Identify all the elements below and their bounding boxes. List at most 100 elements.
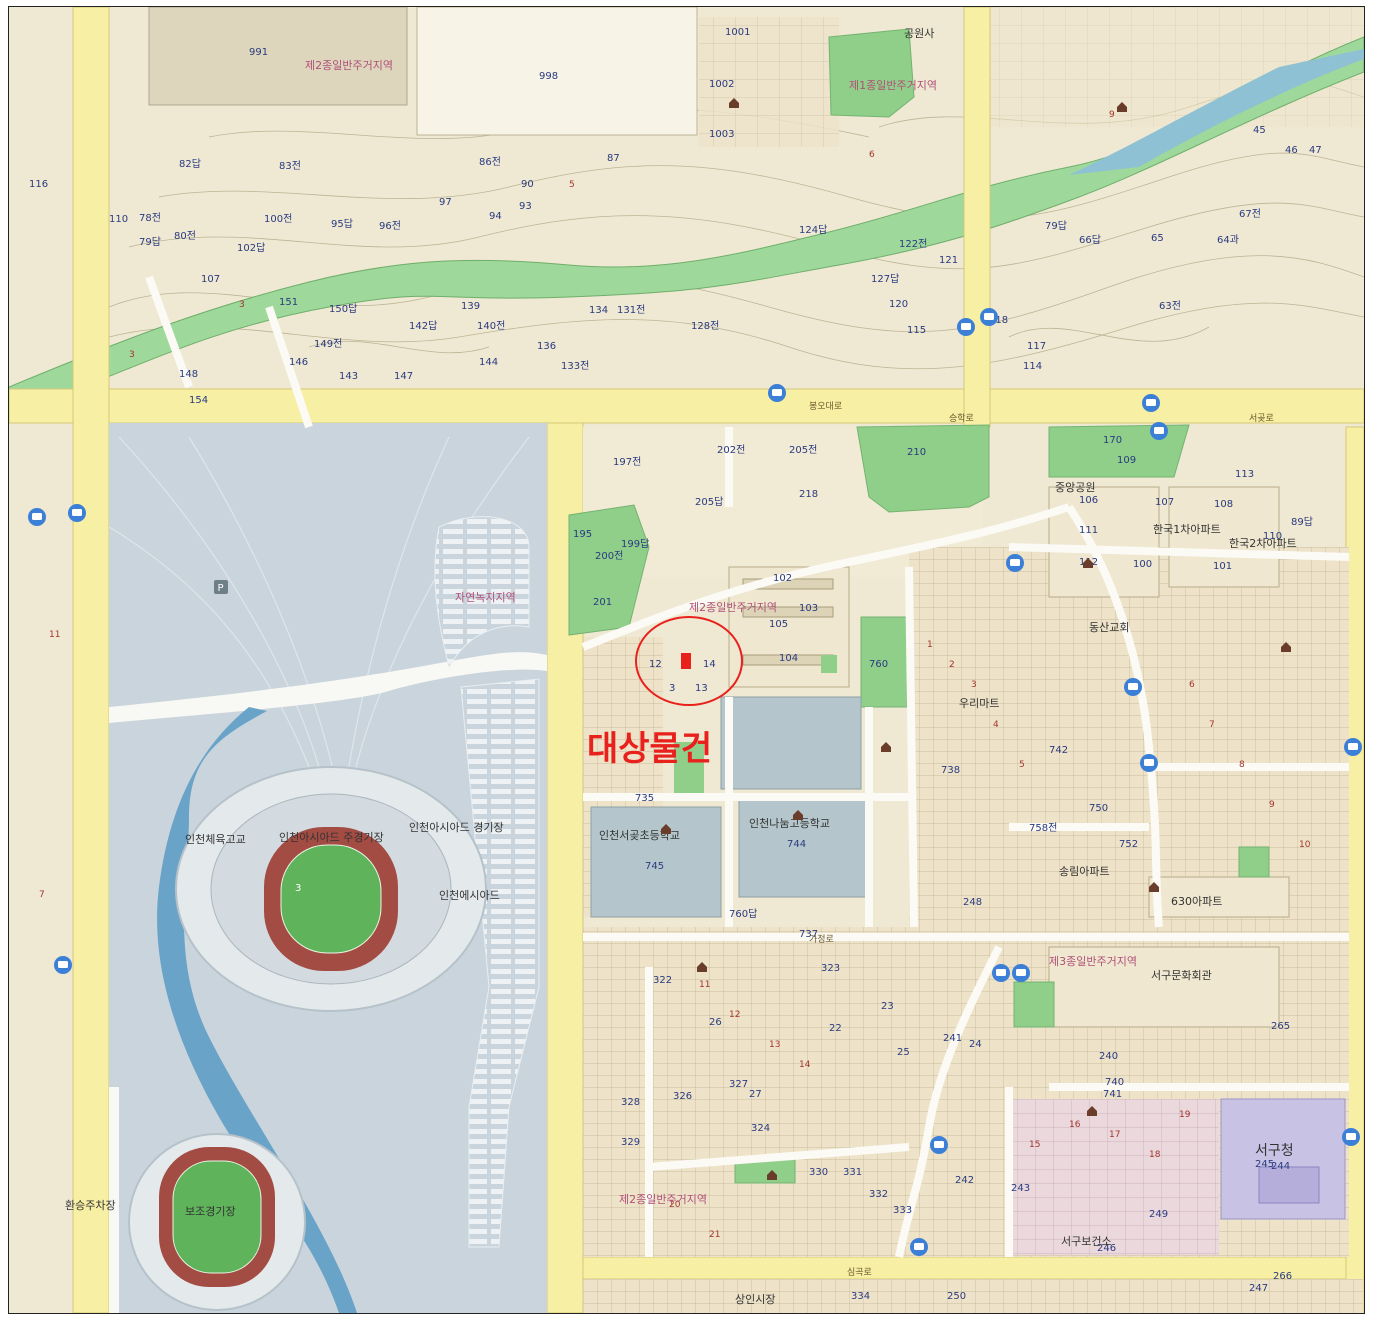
park-east-green — [1238, 846, 1270, 878]
house-icon — [767, 1170, 777, 1180]
lot-number: 16 — [1069, 1120, 1081, 1130]
bus-stop-icon[interactable] — [957, 318, 975, 336]
sub-stadium-label: 보조경기장 — [185, 1205, 236, 1218]
parcel-label: 142답 — [409, 320, 437, 332]
arena-west-label: 인천체육고교 — [185, 832, 246, 846]
main-stadium-pitch[interactable] — [280, 844, 382, 954]
district-label: 제2종일반주거지역 — [305, 58, 393, 72]
bus-stop-icon[interactable] — [1342, 1128, 1360, 1146]
bus-stop-icon[interactable] — [28, 508, 46, 526]
stadium-terrain-lines — [108, 436, 530, 808]
bus-stop-icon[interactable] — [1124, 678, 1142, 696]
parcel-label: 248 — [963, 897, 982, 908]
bus-stop-icon[interactable] — [768, 384, 786, 402]
parcel-label: 245 — [1255, 1159, 1274, 1170]
parcel-label: 65 — [1151, 233, 1164, 244]
lot-number: 18 — [1149, 1150, 1161, 1160]
parcel-label: 202전 — [717, 444, 745, 456]
target-circle[interactable] — [635, 616, 743, 706]
parcel-label: 330 — [809, 1167, 828, 1178]
target-parcel-num: 13 — [695, 683, 708, 694]
map-canvas[interactable]: 998 991 1001 1002 1003 97 96전 95답 102답 1… — [9, 7, 1364, 1313]
lot-number: 15 — [1029, 1140, 1040, 1150]
parcel-label: 150답 — [329, 303, 357, 315]
bus-stop-icon[interactable] — [930, 1136, 948, 1154]
bus-stop-icon[interactable] — [68, 504, 86, 522]
parcel-label: 116 — [29, 179, 48, 190]
house-icon — [1087, 1106, 1097, 1116]
parcels-bottom-strip — [583, 1279, 1363, 1313]
parcel-label: 737 — [799, 929, 818, 940]
stadium-inner-road — [109, 1087, 119, 1313]
parcel-label: 154 — [189, 395, 208, 406]
lot-number: 1 — [927, 640, 933, 650]
parcel-label: 136 — [537, 341, 556, 352]
local-roads — [145, 275, 1350, 1258]
parcel-label: 752 — [1119, 839, 1138, 850]
bus-stop-icon[interactable] — [992, 964, 1010, 982]
apt-block-south-1 — [1048, 946, 1280, 1028]
school-b-num: 744 — [787, 839, 806, 850]
bus-stop-icon[interactable] — [1140, 754, 1158, 772]
parcel-label: 114 — [1023, 361, 1042, 372]
parcel-label: 243 — [1011, 1183, 1030, 1194]
bus-stops[interactable] — [28, 308, 1362, 1256]
lot-number: 2 — [949, 660, 955, 670]
apt-a-label: 중앙공원 — [1055, 481, 1095, 494]
lot-number: 12 — [729, 1010, 740, 1020]
parcel-label: 205답 — [695, 496, 723, 508]
target-property[interactable]: 14 3 13 12 대상물건 — [587, 616, 743, 769]
apt-c-label: 한국2차아파트 — [1229, 537, 1297, 550]
park-central-north — [856, 424, 990, 513]
road-vertical-west — [72, 7, 110, 1313]
parcel-label: 742 — [1049, 745, 1068, 756]
parking-icon[interactable]: P — [214, 580, 228, 594]
lot-number: 3 — [239, 300, 245, 310]
parcel-label: 334 — [851, 1291, 870, 1302]
parcel-label: 96전 — [379, 220, 401, 232]
bus-stop-icon[interactable] — [1006, 554, 1024, 572]
bus-stop-icon[interactable] — [1344, 738, 1362, 756]
parcel-label: 22 — [829, 1023, 842, 1034]
arena-east-label: 인천에시아드 — [439, 888, 500, 902]
parcel-label: 741 — [1103, 1089, 1122, 1100]
bus-stop-icon[interactable] — [54, 956, 72, 974]
parcel-label: 134 — [589, 305, 608, 316]
bus-stop-icon[interactable] — [1150, 422, 1168, 440]
parcel-label: 106 — [1079, 495, 1098, 506]
road-label: 봉오대로 — [809, 401, 842, 412]
sub-stadium-pitch[interactable] — [172, 1160, 262, 1274]
parcel-label: 329 — [621, 1137, 640, 1148]
parcel-label: 115 — [907, 325, 926, 336]
main-stadium-label: 인천아시아드 주경기장 — [279, 830, 384, 844]
building-markers — [661, 98, 1291, 1180]
house-icon — [1117, 102, 1127, 112]
parcel-label: 79답 — [1045, 220, 1067, 232]
apt-block-east-3 — [1148, 876, 1290, 918]
target-label: 대상물건 — [587, 729, 712, 769]
bus-stop-icon[interactable] — [1142, 394, 1160, 412]
bus-stop-icon[interactable] — [1012, 964, 1030, 982]
map-frame[interactable]: 998 991 1001 1002 1003 97 96전 95답 102답 1… — [8, 6, 1365, 1314]
parcels-north-cluster — [699, 17, 839, 147]
parcel-label: 322 — [653, 975, 672, 986]
river-greenway — [9, 36, 1364, 418]
parcel-label: 83전 — [279, 160, 301, 172]
parcel-label: 103 — [799, 603, 818, 614]
road-label: 승학로 — [949, 413, 974, 424]
parcel-label: 46 — [1285, 145, 1298, 156]
lot-number: 14 — [799, 1060, 811, 1070]
bus-stop-icon[interactable] — [980, 308, 998, 326]
bus-stop-icon[interactable] — [910, 1238, 928, 1256]
house-icon — [697, 962, 707, 972]
road-labels: 봉오대로 서곶로 승학로 심곡로 가정로 — [809, 401, 1274, 1278]
lot-numbers: 1 2 3 4 5 6 7 8 9 10 11 12 13 14 15 16 1… — [39, 110, 1311, 1240]
parcel-label: 750 — [1089, 803, 1108, 814]
parcel-label: 760답 — [729, 908, 757, 920]
parcel-label: 110 — [109, 214, 128, 225]
parcel-label: 111 — [1079, 525, 1098, 536]
parcel-label: 197전 — [613, 456, 641, 468]
target-parcel[interactable] — [681, 653, 691, 669]
school-block-north — [720, 696, 862, 790]
parcel-label: 97 — [439, 197, 452, 208]
